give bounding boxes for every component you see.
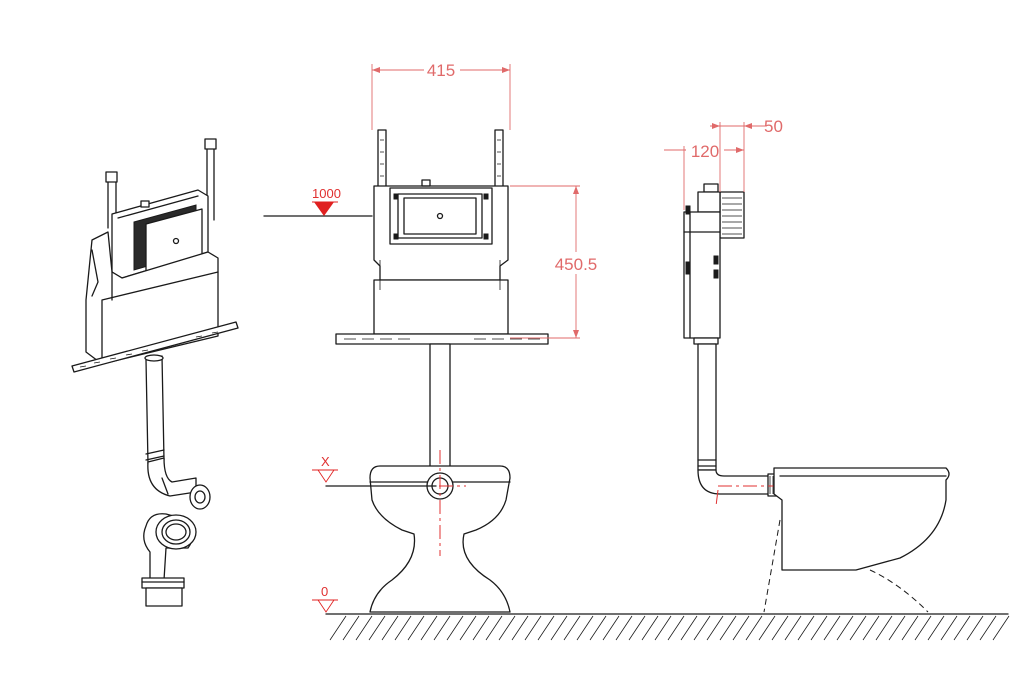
dimension-depth-plate: 50 xyxy=(710,117,783,192)
level-marker-floor: 0 xyxy=(312,584,338,613)
level-marker-pan: X xyxy=(312,454,338,483)
dimension-width-label: 415 xyxy=(427,61,455,80)
level-marker-cistern: 1000 xyxy=(312,186,341,216)
level-label-floor: 0 xyxy=(321,584,328,599)
dimension-height-label: 450.5 xyxy=(555,255,598,274)
floor xyxy=(325,613,1010,641)
dimension-height: 450.5 xyxy=(510,185,604,339)
side-view xyxy=(683,183,950,613)
dimension-depth-total: 120 xyxy=(664,141,745,210)
level-label-cistern: 1000 xyxy=(312,186,341,201)
level-label-pan: X xyxy=(321,454,330,469)
dimension-depth-total-label: 120 xyxy=(691,142,719,161)
front-view xyxy=(263,129,549,613)
dimension-depth-plate-label: 50 xyxy=(764,117,783,136)
isometric-view xyxy=(71,138,239,607)
dimension-width: 415 xyxy=(371,60,511,130)
